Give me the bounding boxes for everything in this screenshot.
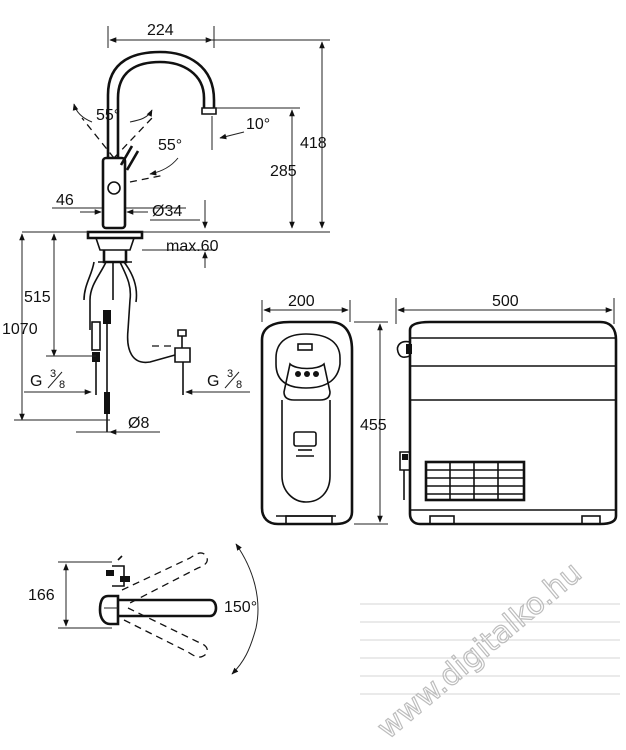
swing-dash-lower [123,607,208,658]
chiller-side-view: 500 [395,293,618,526]
faucet-body [101,156,127,230]
label-224: 224 [147,22,174,39]
label-thread-right: G [207,373,219,390]
label-46: 46 [56,192,74,209]
label-dia8: Ø8 [128,415,149,432]
swing-dash-upper [121,552,208,605]
hose-left [89,261,107,330]
chiller-front-view: 200 455 [260,293,388,526]
top-view-base [98,594,120,626]
svg-text:8: 8 [236,379,242,391]
label-dia34: Ø34 [152,203,182,220]
label-515: 515 [24,289,51,306]
chiller-display [293,431,317,447]
chiller-front-outline [260,320,354,526]
watermark: www.digitalko.hu [360,555,620,747]
label-285: 285 [270,163,297,180]
label-thread-left: G [30,373,42,390]
label-55-mid: 55° [158,137,182,154]
spout-arc [106,50,216,158]
faucet-side-view [81,50,217,432]
lever [119,145,140,171]
rotation-arc [231,543,259,675]
hose-right [119,261,176,364]
top-view-spout [118,598,218,618]
label-418: 418 [300,135,327,152]
chiller-side-outline [408,320,618,526]
faucet-top-view: 166 150° [28,543,259,675]
faucet-dimensions: 224 418 285 55° 55° 10° 46 Ø34 max.60 51… [2,22,330,435]
label-500: 500 [492,293,519,310]
label-200: 200 [288,293,315,310]
label-10: 10° [246,116,270,133]
label-1070: 1070 [2,321,38,338]
svg-text:3: 3 [227,368,233,380]
label-max60: max.60 [166,238,219,255]
label-150: 150° [224,599,257,616]
label-455: 455 [360,417,387,434]
svg-text:8: 8 [59,379,65,391]
watermark-text: www.digitalko.hu [371,555,589,746]
chiller-vent [424,460,526,502]
label-166: 166 [28,587,55,604]
label-55-top: 55° [96,107,120,124]
svg-text:3: 3 [50,368,56,380]
